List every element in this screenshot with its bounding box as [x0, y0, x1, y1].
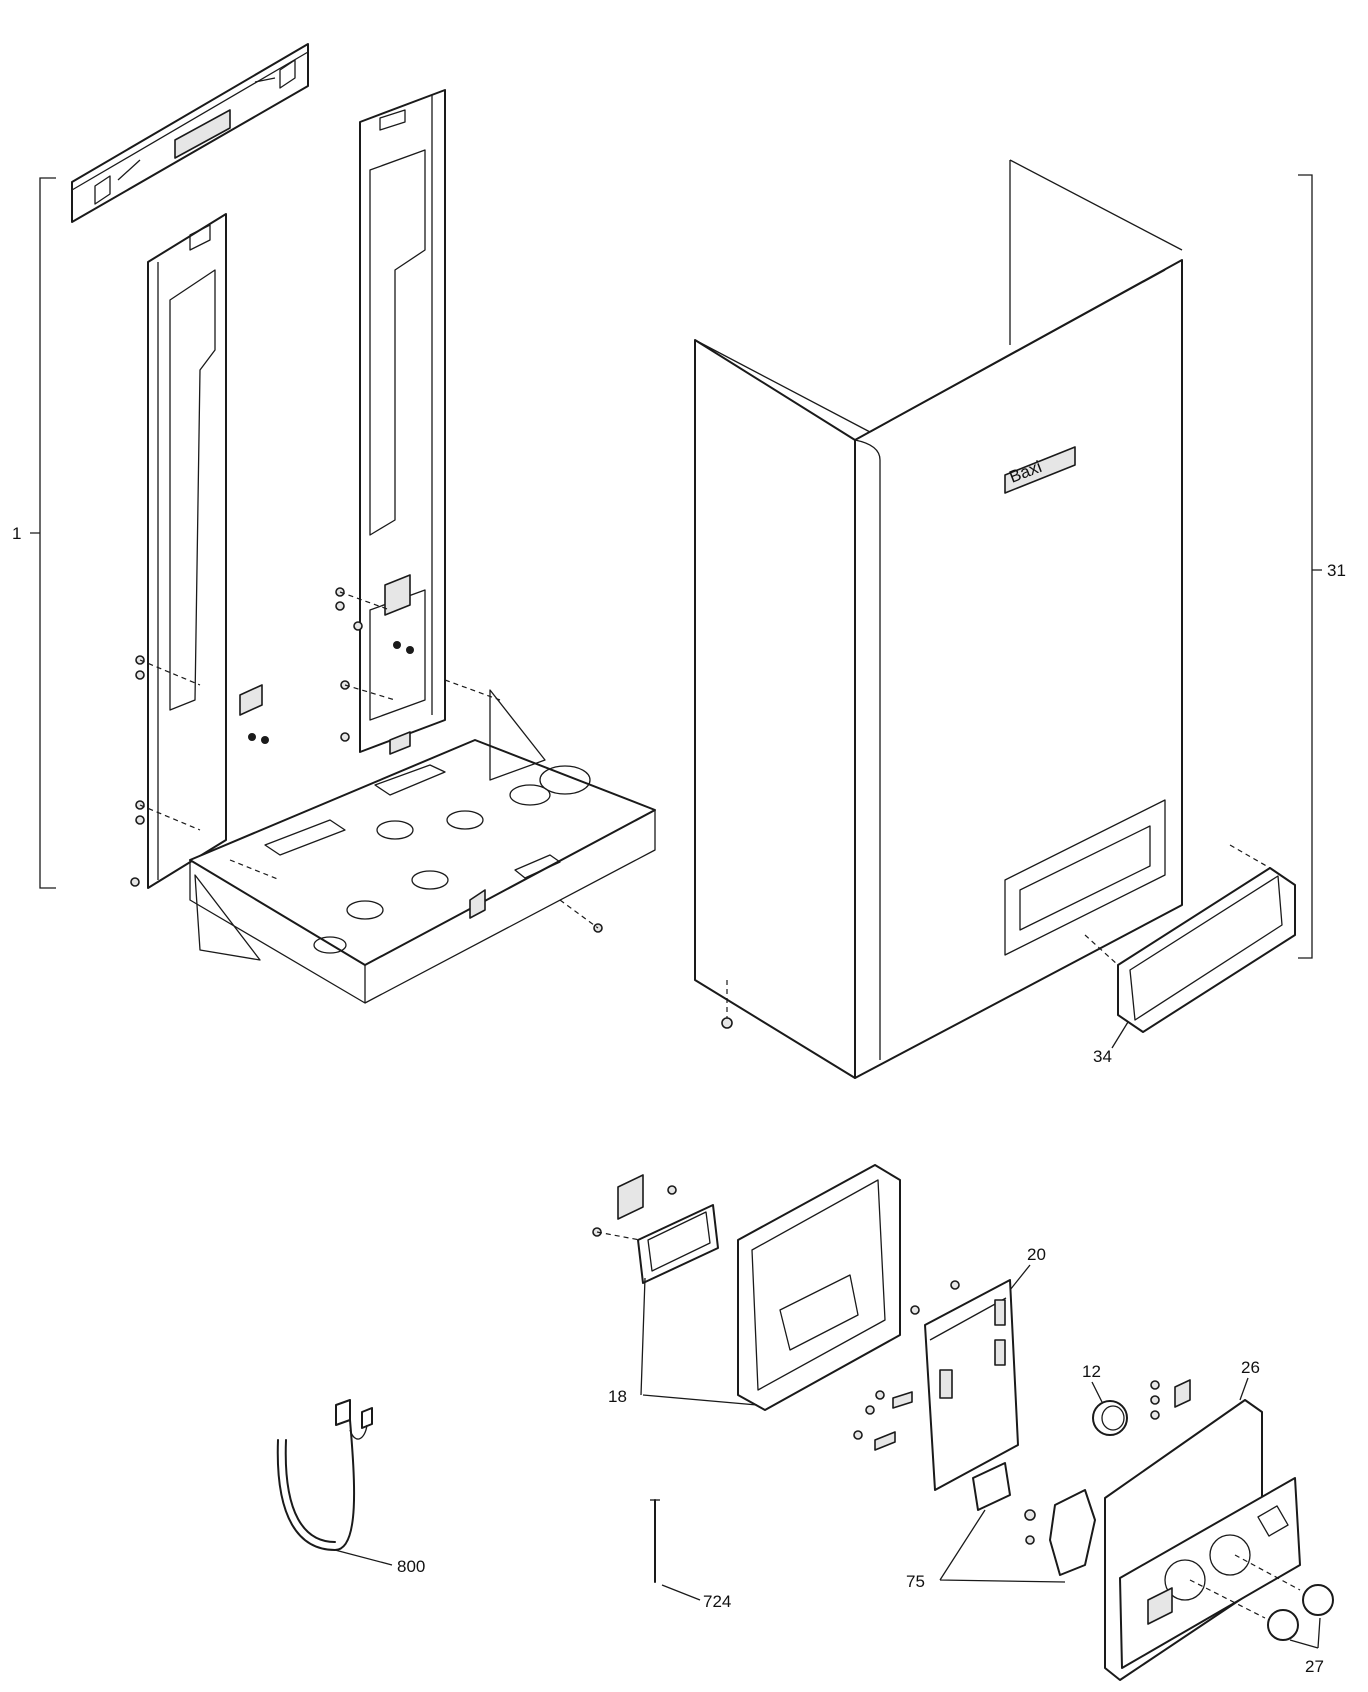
callout-27: 27	[1305, 1657, 1324, 1676]
control-box-frame	[737, 1164, 901, 1411]
wall-mounting-bracket	[71, 43, 309, 223]
control-knobs	[1189, 1554, 1334, 1641]
callout-1: 1	[12, 524, 21, 543]
callout-18: 18	[608, 1387, 627, 1406]
control-fascia	[1104, 1377, 1301, 1681]
outer-casing: Baxi	[694, 159, 1322, 1079]
cable-gland-plate	[592, 1174, 719, 1284]
bracket-part-31	[1298, 174, 1322, 959]
chassis-frame-assembly	[30, 43, 656, 1004]
frame-dashed-guides	[139, 591, 599, 929]
callout-26: 26	[1241, 1358, 1260, 1377]
right-side-rail	[359, 89, 446, 755]
bottom-tray	[189, 689, 656, 1004]
callout-20: 20	[1027, 1245, 1046, 1264]
callout-12: 12	[1082, 1362, 1101, 1381]
bottom-panel	[1084, 844, 1296, 1049]
callout-724: 724	[703, 1592, 731, 1611]
encoder-knob	[1091, 1381, 1128, 1436]
callout-34: 34	[1093, 1047, 1112, 1066]
temperature-probe	[650, 1499, 660, 1583]
wiring-harness	[276, 1399, 373, 1551]
callout-31: 31	[1327, 561, 1346, 580]
main-pcb	[853, 1279, 1019, 1491]
connector-block	[972, 1462, 1096, 1576]
left-side-rail	[147, 213, 263, 889]
leader-lines	[334, 1264, 1321, 1649]
bracket-part-1	[30, 177, 56, 889]
callout-75: 75	[906, 1572, 925, 1591]
callout-labels: 1 31 34 20 12 26 18 800 724 75 27	[12, 524, 1346, 1676]
callout-800: 800	[397, 1557, 425, 1576]
